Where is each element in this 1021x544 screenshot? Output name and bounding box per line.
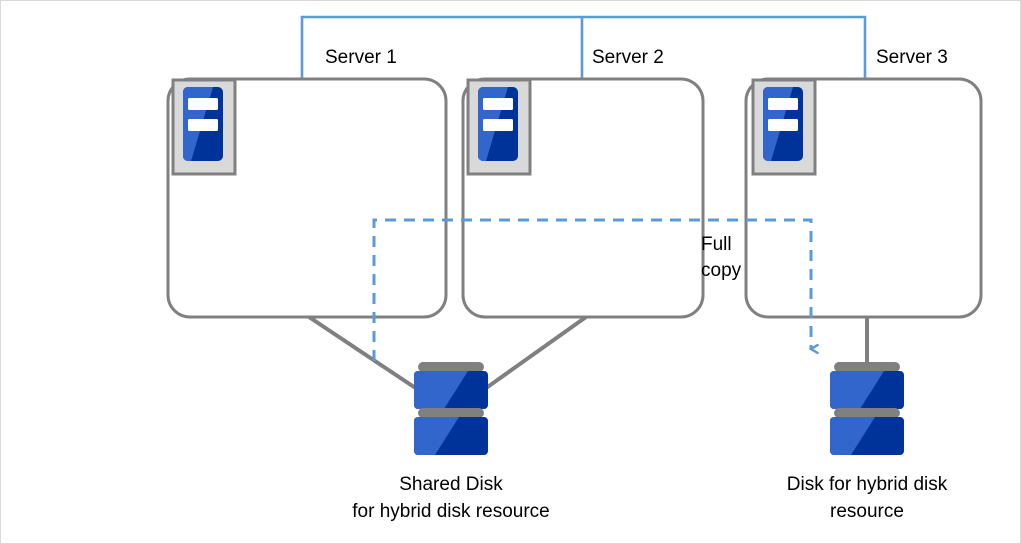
hybrid-disk-caption-line2: resource bbox=[830, 501, 904, 522]
server-icon-2 bbox=[466, 78, 532, 176]
full-copy-label-line1: Full bbox=[701, 234, 732, 255]
server-2-label: Server 2 bbox=[592, 47, 664, 68]
hybrid-disk-caption-line1: Disk for hybrid disk bbox=[786, 474, 948, 495]
server-box-1 bbox=[166, 77, 448, 319]
shared-disk-caption-line1: Shared Disk bbox=[399, 474, 503, 495]
full-copy-label-line2: copy bbox=[701, 260, 742, 281]
server-1-label: Server 1 bbox=[325, 47, 397, 68]
hybrid-disk-graphic bbox=[830, 362, 904, 455]
server-icon-1 bbox=[171, 78, 237, 176]
server-icon-3 bbox=[751, 78, 817, 176]
shared-disk-graphic bbox=[414, 362, 488, 455]
server-3-label: Server 3 bbox=[876, 47, 948, 68]
cluster-bracket bbox=[300, 15, 867, 79]
shared-disk-caption-line2: for hybrid disk resource bbox=[352, 501, 550, 522]
